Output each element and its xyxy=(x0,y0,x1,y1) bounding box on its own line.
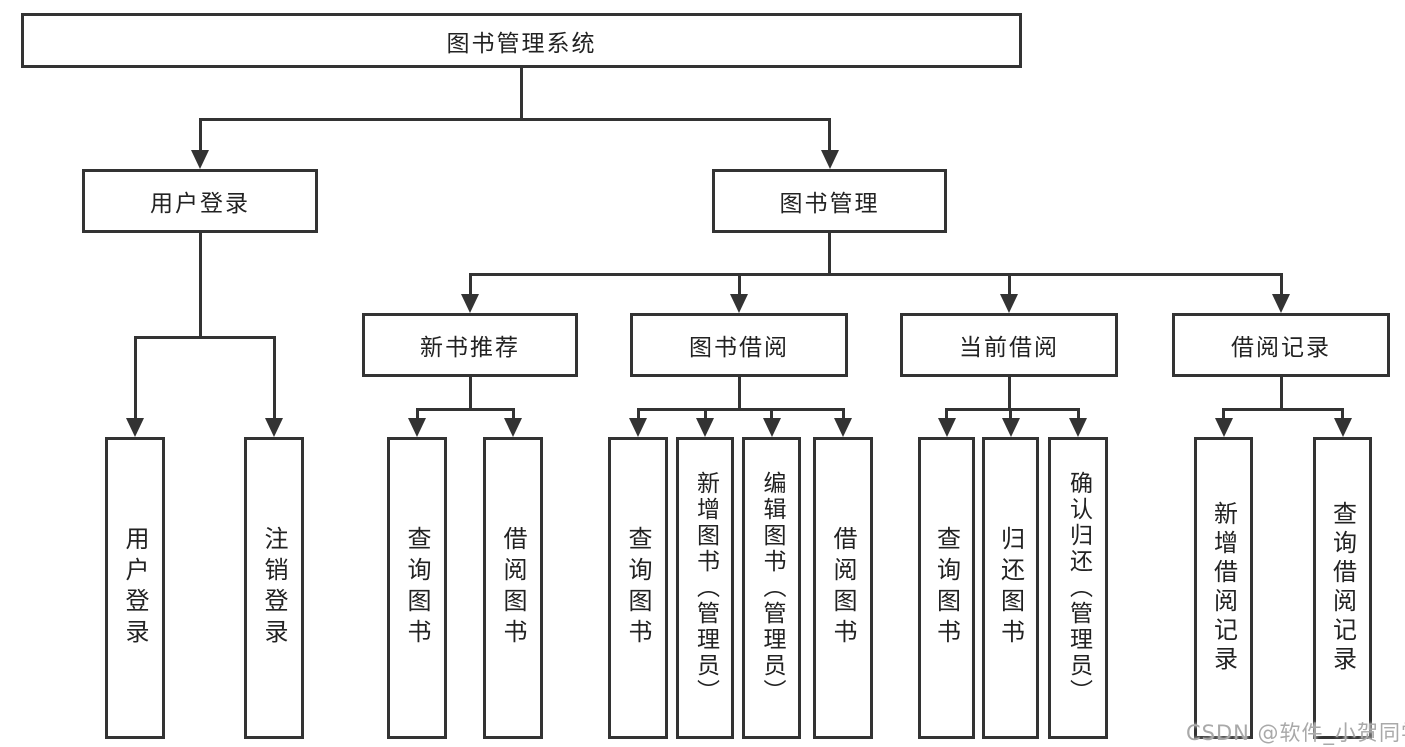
connector-line xyxy=(703,411,707,419)
connector-line xyxy=(1076,411,1080,419)
connector-line xyxy=(841,411,845,419)
connector-line xyxy=(198,121,202,151)
connector-line xyxy=(737,276,741,295)
connector-arrowhead xyxy=(191,150,209,169)
connector-line xyxy=(770,411,773,419)
connector-line xyxy=(272,339,276,419)
connector-arrowhead xyxy=(834,418,852,437)
leaf-borrow-books-recommend: 借阅图书 xyxy=(483,437,543,739)
connector-line xyxy=(945,411,948,419)
connector-arrowhead xyxy=(696,418,714,437)
node-current-borrowing: 当前借阅 xyxy=(900,313,1118,377)
leaf-edit-book-admin: 编辑图书（管理员） xyxy=(742,437,801,739)
connector-arrowhead xyxy=(504,418,522,437)
connector-line xyxy=(1222,411,1225,419)
connector-arrowhead xyxy=(1272,294,1290,313)
connector-line xyxy=(1279,276,1283,295)
leaf-return-books: 归还图书 xyxy=(982,437,1039,739)
node-library-management-system: 图书管理系统 xyxy=(21,13,1022,68)
connector-arrowhead xyxy=(126,418,144,437)
connector-line xyxy=(828,233,831,276)
connector-line xyxy=(133,336,276,339)
leaf-borrow-books: 借阅图书 xyxy=(813,437,873,739)
connector-arrowhead xyxy=(937,418,956,437)
connector-line xyxy=(737,377,741,411)
connector-arrowhead xyxy=(730,294,748,313)
connector-line xyxy=(1341,411,1344,419)
connector-line xyxy=(468,276,472,295)
connector-line xyxy=(468,273,1283,276)
watermark-text: CSDN @软件_小贺同学 xyxy=(1186,721,1405,745)
connector-line xyxy=(636,411,640,419)
connector-line xyxy=(1222,408,1344,411)
connector-arrowhead xyxy=(1333,418,1352,437)
leaf-add-book-admin: 新增图书（管理员） xyxy=(676,437,734,739)
connector-line xyxy=(636,408,845,411)
connector-line xyxy=(828,121,831,151)
connector-line xyxy=(415,408,515,411)
connector-arrowhead xyxy=(408,418,426,437)
connector-line xyxy=(1007,276,1011,295)
leaf-confirm-return-admin: 确认归还（管理员） xyxy=(1048,437,1108,739)
connector-arrowhead xyxy=(762,418,781,437)
connector-arrowhead xyxy=(1214,418,1233,437)
connector-arrowhead xyxy=(1001,418,1020,437)
connector-arrowhead xyxy=(1069,418,1087,437)
connector-arrowhead xyxy=(461,294,479,313)
connector-line xyxy=(133,339,137,419)
connector-arrowhead xyxy=(629,418,647,437)
connector-line xyxy=(945,408,1080,411)
leaf-query-books-recommend: 查询图书 xyxy=(387,437,447,739)
connector-line xyxy=(520,68,523,121)
node-new-book-recommendation: 新书推荐 xyxy=(362,313,578,377)
connector-line xyxy=(511,411,515,419)
connector-line xyxy=(1009,411,1012,419)
node-book-management: 图书管理 xyxy=(712,169,947,233)
leaf-query-books-borrowing: 查询图书 xyxy=(608,437,668,739)
connector-line xyxy=(198,118,831,121)
connector-line xyxy=(415,411,419,419)
leaf-add-borrow-record: 新增借阅记录 xyxy=(1194,437,1253,739)
node-user-login: 用户登录 xyxy=(82,169,318,233)
node-borrowing-records: 借阅记录 xyxy=(1172,313,1390,377)
connector-arrowhead xyxy=(820,150,839,169)
connector-arrowhead xyxy=(265,418,283,437)
node-book-borrowing: 图书借阅 xyxy=(630,313,848,377)
leaf-query-borrow-record: 查询借阅记录 xyxy=(1313,437,1372,739)
leaf-query-books-current: 查询图书 xyxy=(918,437,975,739)
leaf-logout: 注销登录 xyxy=(244,437,304,739)
connector-line xyxy=(1007,377,1011,411)
connector-line xyxy=(1279,377,1283,411)
connector-line xyxy=(468,377,472,411)
connector-line xyxy=(198,233,202,339)
leaf-user-login: 用户登录 xyxy=(105,437,165,739)
connector-arrowhead xyxy=(1000,294,1018,313)
